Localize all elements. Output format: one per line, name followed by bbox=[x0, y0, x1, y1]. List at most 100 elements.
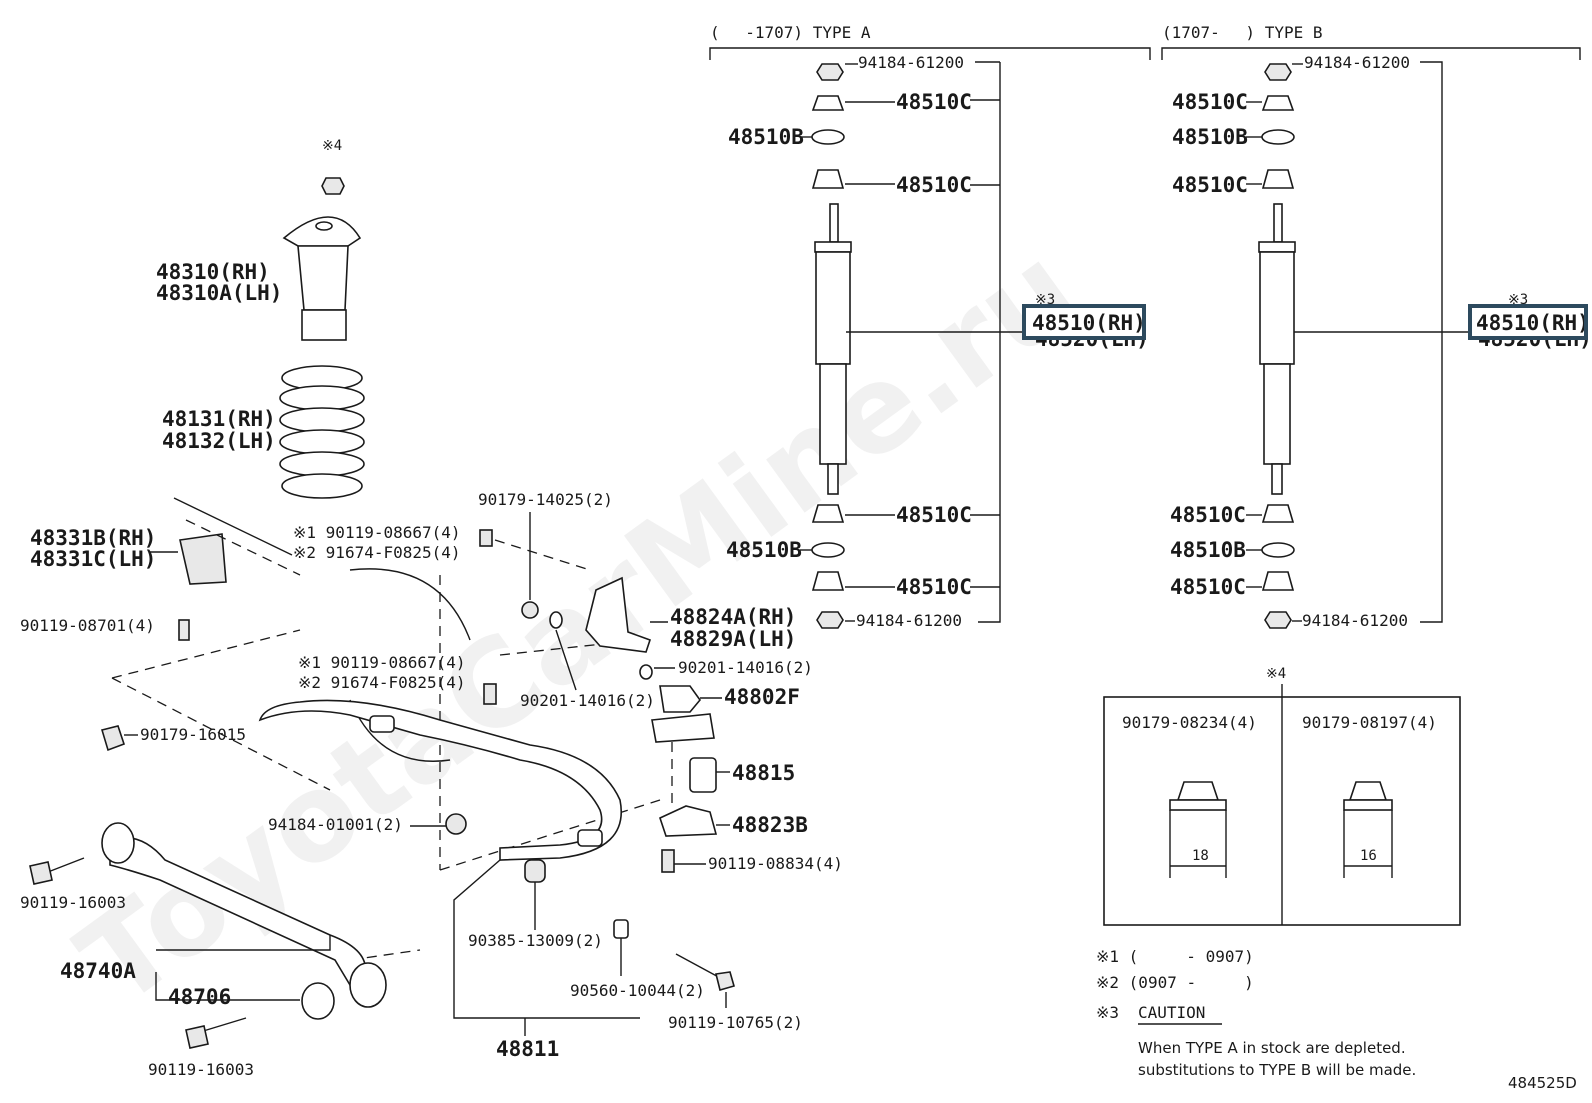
support-lh-label: 48310A(LH) bbox=[156, 281, 282, 305]
bush-icon bbox=[524, 859, 546, 883]
washer-icon bbox=[549, 611, 563, 629]
type-b-header: (1707- ) TYPE B bbox=[1162, 23, 1323, 42]
stabilizer-link-icon bbox=[659, 685, 702, 713]
pin-10044-label: 90560-10044(2) bbox=[570, 981, 705, 1000]
bolt-icon bbox=[479, 529, 493, 547]
note1-bolt-b: ※1 90119-08667(4) bbox=[298, 653, 466, 672]
type-a-cushion-b1: 48510B bbox=[728, 125, 804, 149]
note2-nut-b: ※2 91674-F0825(4) bbox=[298, 673, 466, 692]
type-a-bracket bbox=[709, 47, 1151, 60]
note-3-line1: When TYPE A in stock are depleted. bbox=[1138, 1039, 1406, 1057]
bush-13009-label: 90385-13009(2) bbox=[468, 931, 603, 950]
flange-nut-icon bbox=[1264, 63, 1292, 81]
type-a-cushion-b2: 48510B bbox=[726, 538, 802, 562]
note4-mark: ※4 bbox=[322, 138, 342, 154]
type-a-cushion-c2: 48510C bbox=[896, 173, 972, 197]
pin-icon bbox=[613, 919, 629, 939]
flange-nut-icon bbox=[816, 63, 844, 81]
bolt-icon bbox=[483, 683, 497, 705]
note-3-mark: ※3 bbox=[1096, 1003, 1119, 1022]
shock-absorber-a-icon bbox=[814, 203, 852, 495]
hex-nut-18-icon bbox=[1169, 781, 1227, 878]
diagram-id: 484525D bbox=[1508, 1074, 1577, 1092]
type-b-leader bbox=[1420, 61, 1443, 623]
type-b-bottom-nut: 94184-61200 bbox=[1302, 611, 1408, 630]
bolt-icon bbox=[29, 861, 53, 885]
stabilizer-bracket-icon bbox=[585, 576, 652, 653]
bolt-10765-label: 90119-10765(2) bbox=[668, 1013, 803, 1032]
bracket-rh-label: 48824A(RH) bbox=[670, 605, 796, 629]
nut-01001-label: 94184-01001(2) bbox=[268, 815, 403, 834]
spring-lh-label: 48132(LH) bbox=[162, 429, 276, 453]
bolt-icon bbox=[661, 849, 675, 873]
coil-spring-icon bbox=[279, 365, 365, 499]
flange-nut-icon bbox=[816, 611, 844, 629]
cushion-icon bbox=[1261, 504, 1295, 523]
stabilizer-bushing-icon bbox=[689, 757, 717, 793]
support-rh-label: 48310(RH) bbox=[156, 260, 270, 284]
cushion-icon bbox=[811, 169, 845, 189]
cushion-icon bbox=[811, 504, 845, 523]
nut-table-col1-label: 90179-08234(4) bbox=[1122, 713, 1257, 732]
type-b-cushion-c3: 48510C bbox=[1170, 503, 1246, 527]
type-a-bottom-nut: 94184-61200 bbox=[856, 611, 962, 630]
type-b-absorber-rh: 48510(RH) bbox=[1476, 311, 1590, 335]
cushion-icon bbox=[1261, 95, 1295, 111]
nut-table-title: ※4 bbox=[1266, 666, 1286, 682]
type-a-header: ( -1707) TYPE A bbox=[710, 23, 871, 42]
nut-icon bbox=[445, 813, 467, 835]
nut-14016-a-label: 90201-14016(2) bbox=[678, 658, 813, 677]
nut-icon bbox=[521, 601, 539, 619]
cushion-icon bbox=[811, 542, 845, 558]
type-b-top-nut: 94184-61200 bbox=[1304, 53, 1410, 72]
note1-bolt-a: ※1 90119-08667(4) bbox=[293, 523, 461, 542]
type-b-cushion-b2: 48510B bbox=[1170, 538, 1246, 562]
type-b-cushion-b1: 48510B bbox=[1172, 125, 1248, 149]
link-48802F-label: 48802F bbox=[724, 685, 800, 709]
bump-stopper-icon bbox=[179, 533, 227, 585]
cushion-icon bbox=[1261, 542, 1295, 558]
flange-nut-icon bbox=[1264, 611, 1292, 629]
type-b-section: (1707- ) TYPE B 94184-61200 48510C 48510… bbox=[1161, 23, 1592, 630]
nut-table-col2-label: 90179-08197(4) bbox=[1302, 713, 1437, 732]
nut-icon bbox=[100, 725, 126, 752]
bolt-16003-b-label: 90119-16003 bbox=[148, 1060, 254, 1079]
bolt-14025-label: 90179-14025(2) bbox=[478, 490, 613, 509]
footnotes: ※1 ( - 0907) ※2 (0907 - ) ※3 CAUTION Whe… bbox=[1096, 947, 1416, 1079]
type-b-cushion-c4: 48510C bbox=[1170, 575, 1246, 599]
type-a-cushion-c4: 48510C bbox=[896, 575, 972, 599]
type-a-cushion-c1: 48510C bbox=[896, 90, 972, 114]
type-a-absorber-rh: 48510(RH) bbox=[1032, 311, 1146, 335]
nut-14016-b-label: 90201-14016(2) bbox=[520, 691, 655, 710]
bushing-bracket-icon bbox=[659, 805, 718, 837]
rod-48740A-label: 48740A bbox=[60, 959, 136, 983]
spring-upper-support-icon bbox=[282, 216, 362, 341]
spring-rh-label: 48131(RH) bbox=[162, 407, 276, 431]
cushion-icon bbox=[811, 95, 845, 111]
note2-nut-a: ※2 91674-F0825(4) bbox=[293, 543, 461, 562]
note-2: ※2 (0907 - ) bbox=[1096, 973, 1254, 992]
bolt-08701-label: 90119-08701(4) bbox=[20, 616, 155, 635]
bumper-lh-label: 48331C(LH) bbox=[30, 547, 156, 571]
cushion-icon bbox=[1261, 129, 1295, 145]
bushing-48706-label: 48706 bbox=[168, 985, 231, 1009]
bolt-icon bbox=[715, 971, 735, 991]
nut-16015-label: 90179-16015 bbox=[140, 725, 246, 744]
lateral-rod-icon bbox=[109, 836, 367, 987]
note-3-title: CAUTION bbox=[1138, 1003, 1205, 1022]
bushing-icon bbox=[301, 982, 335, 1020]
type-a-cushion-c3: 48510C bbox=[896, 503, 972, 527]
cushion-icon bbox=[811, 571, 845, 591]
cushion-icon bbox=[1261, 169, 1295, 189]
bumper-rh-label: 48331B(RH) bbox=[30, 526, 156, 550]
bolt-16003-a-label: 90119-16003 bbox=[20, 893, 126, 912]
nut-table-col2-size: 16 bbox=[1360, 848, 1377, 864]
type-a-leader bbox=[978, 62, 1001, 623]
type-b-bracket bbox=[1161, 47, 1581, 60]
nut-icon bbox=[321, 177, 345, 195]
type-b-cushion-c2: 48510C bbox=[1172, 173, 1248, 197]
washer-icon bbox=[639, 664, 653, 680]
bolt-icon bbox=[178, 619, 190, 641]
